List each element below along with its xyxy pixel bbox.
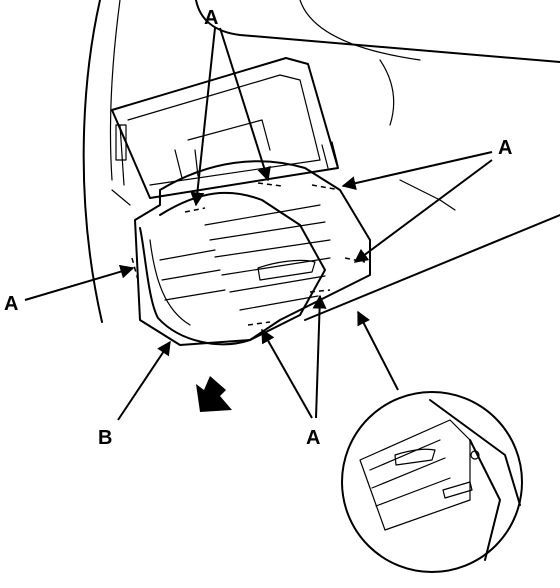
leader-a-bottom-2 bbox=[312, 294, 327, 419]
leader-a-bottom-1 bbox=[261, 328, 313, 419]
leader-a-left bbox=[24, 264, 135, 301]
leader-b bbox=[117, 340, 171, 421]
leader-a-top-1 bbox=[190, 27, 216, 207]
vent-opening bbox=[111, 57, 339, 199]
leader-a-top-2 bbox=[219, 27, 271, 182]
callout-a-top: A bbox=[204, 7, 218, 29]
detail-inset bbox=[341, 391, 523, 573]
callout-a-right: A bbox=[498, 137, 512, 159]
vent-assembly bbox=[131, 160, 371, 346]
leader-a-right-1 bbox=[341, 151, 493, 191]
callout-a-left: A bbox=[4, 293, 18, 315]
callout-b: B bbox=[98, 427, 112, 449]
callout-a-bottom: A bbox=[306, 427, 320, 449]
leader-a-right-2 bbox=[353, 159, 493, 263]
leader-lines bbox=[24, 27, 493, 421]
dashboard-panel bbox=[82, 0, 560, 323]
leader-detail bbox=[357, 310, 399, 391]
removal-direction-arrow-icon bbox=[196, 376, 232, 412]
